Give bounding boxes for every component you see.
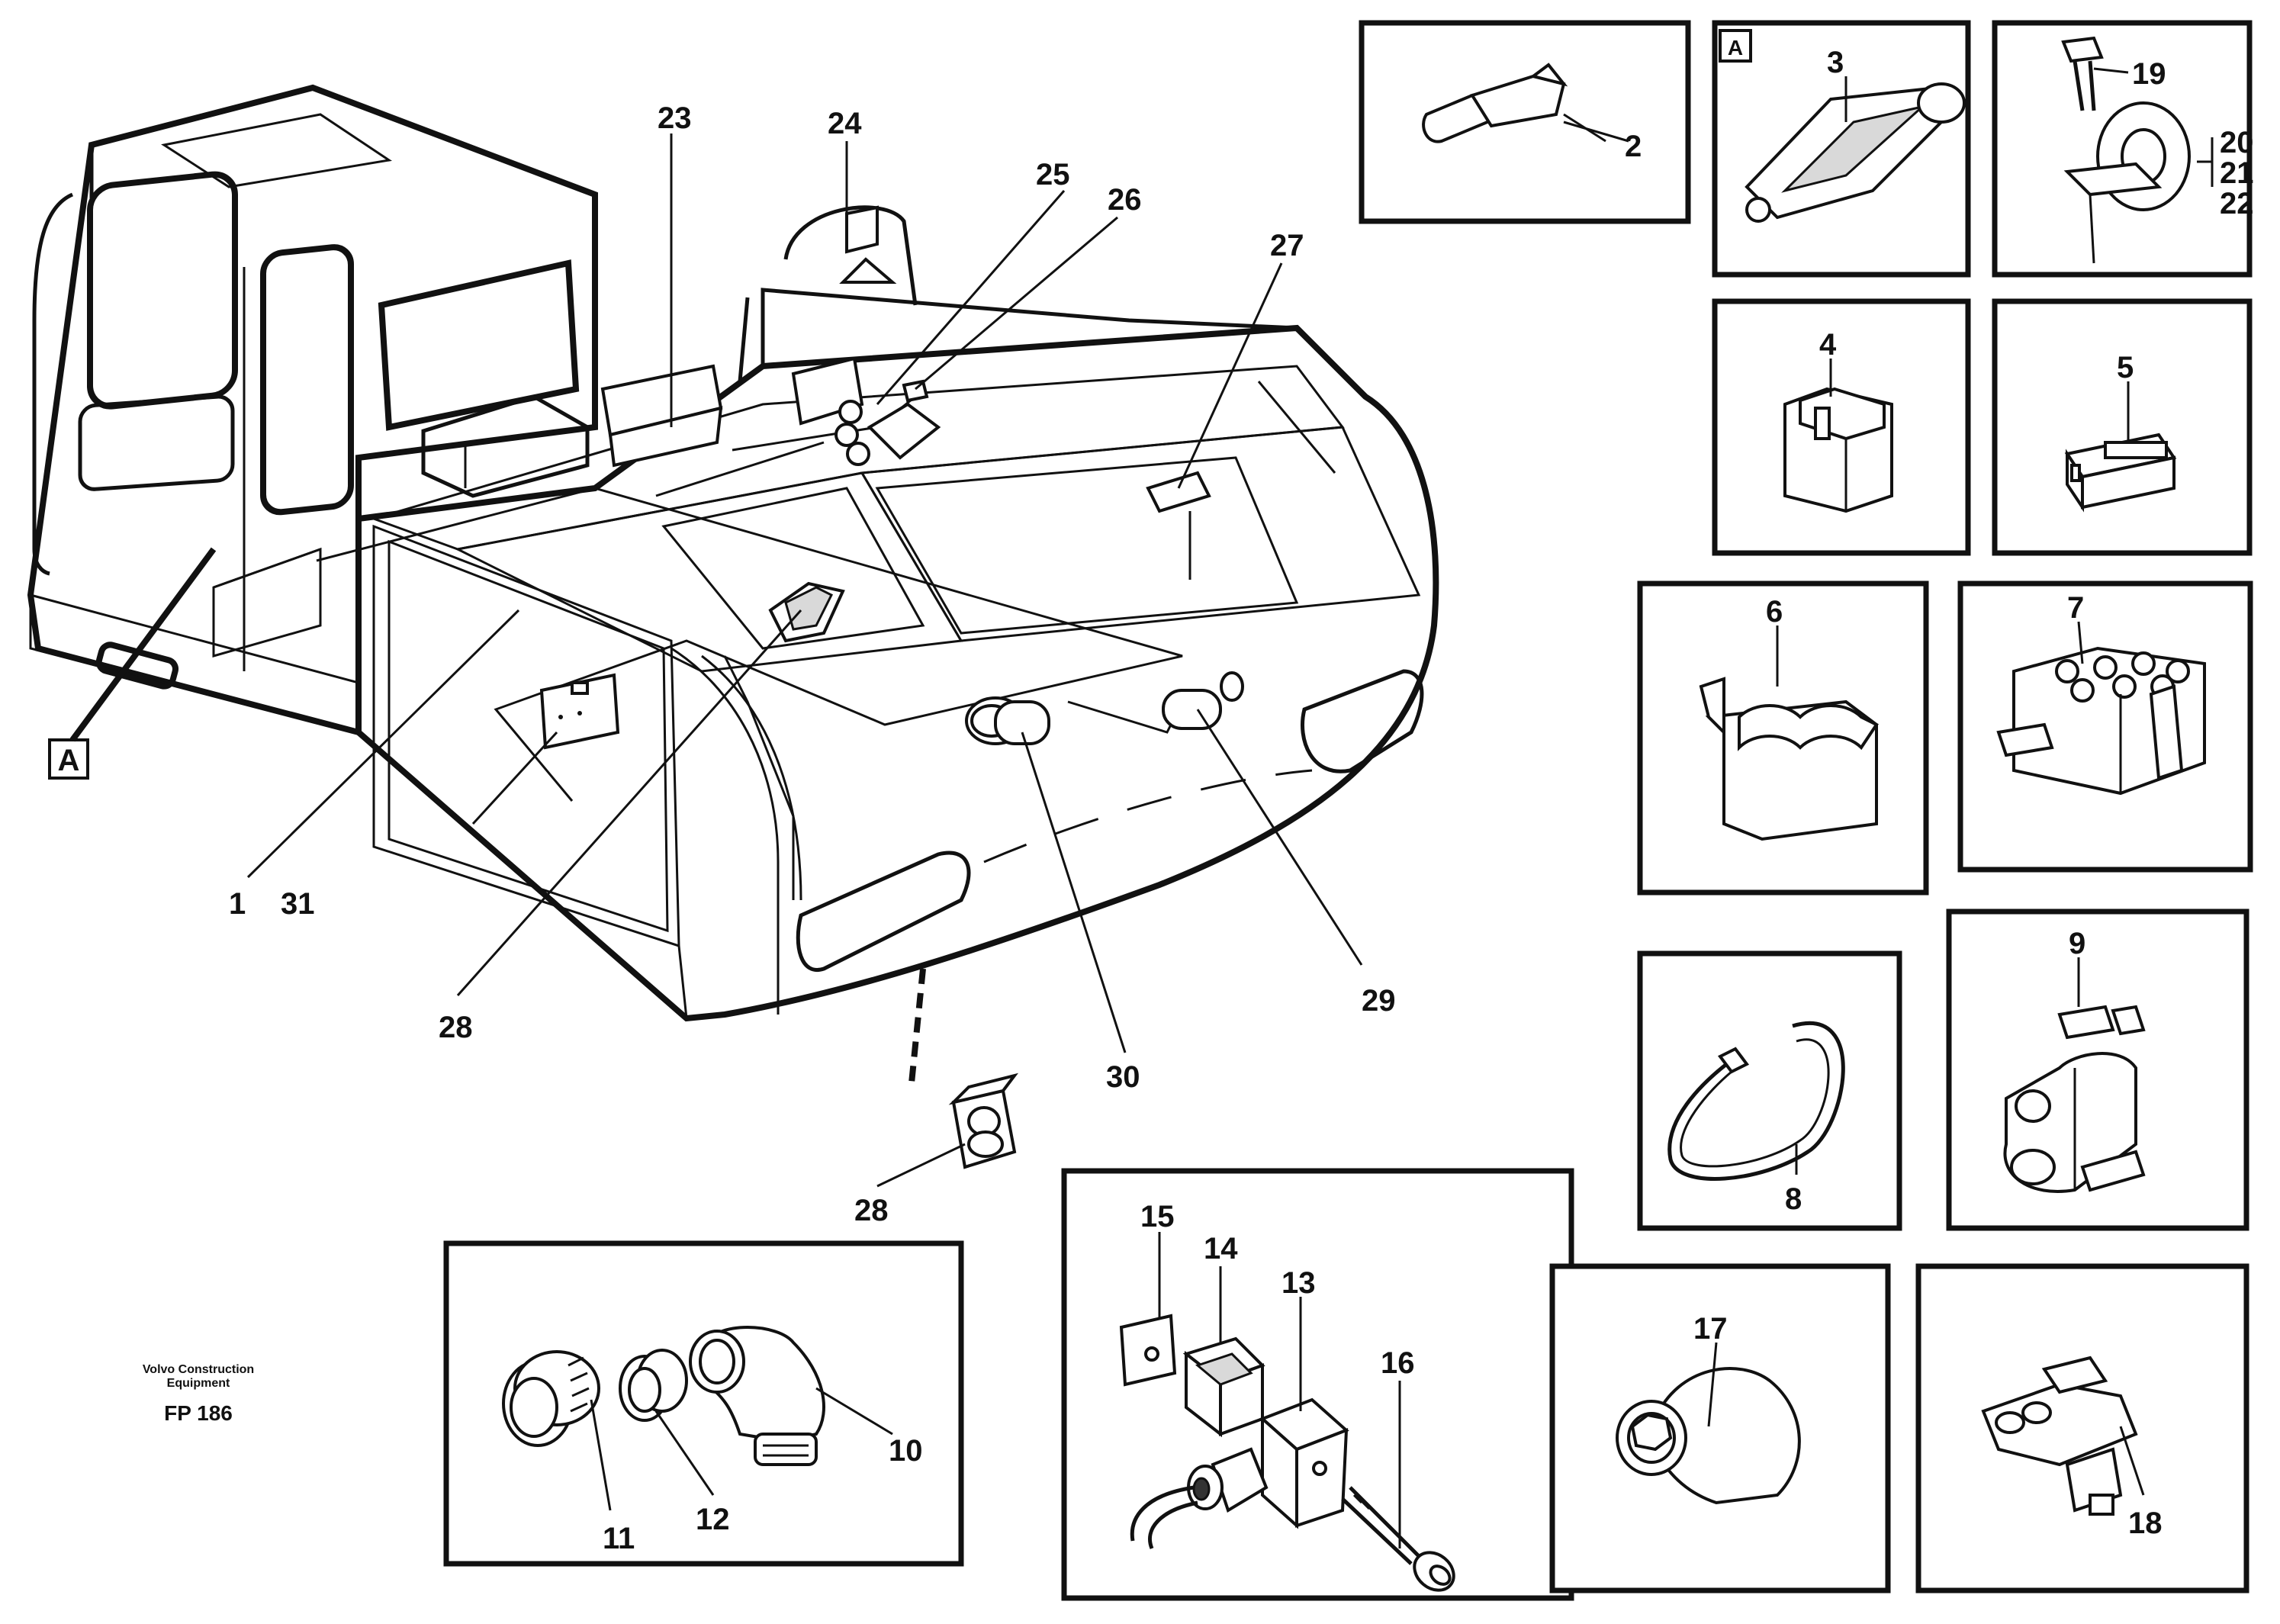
inset-elbow-10-12: 11 12 10: [443, 1240, 964, 1567]
callout-31: 31: [281, 887, 315, 921]
view-marker-main-text: A: [58, 744, 80, 777]
callout-1: 1: [229, 887, 246, 921]
callout-8: 8: [1785, 1182, 1802, 1216]
relay-box-23: [600, 364, 723, 468]
callout-25: 25: [1036, 158, 1070, 191]
callout-23: 23: [658, 101, 692, 135]
cable-gland: [1130, 1447, 1269, 1549]
plate-27: [1146, 471, 1211, 513]
inset-angle-plug-17: 17: [1549, 1263, 1891, 1593]
sensor-29: [1162, 671, 1244, 730]
ring-12: [619, 1349, 688, 1422]
bracket-24: [783, 205, 918, 306]
relay-25: [791, 356, 941, 466]
callout-17: 17: [1693, 1312, 1728, 1346]
callout-15: 15: [1140, 1200, 1175, 1233]
company-name-line2: Equipment: [167, 1377, 230, 1390]
view-marker-inset: A: [1728, 36, 1743, 59]
callout-28-bottom: 28: [854, 1194, 889, 1227]
inset-connector-7: 7: [1957, 580, 2253, 873]
inset-holder-6: 6: [1637, 580, 1929, 896]
excavator-upper-structure: A: [27, 84, 1439, 1169]
inset-connector-18: 18: [1915, 1263, 2249, 1593]
nut-11: [502, 1350, 600, 1447]
gasket-15: [1119, 1314, 1177, 1387]
callout-28-top: 28: [439, 1011, 473, 1044]
connector-26: [902, 379, 929, 403]
company-name-line1: Volvo Construction: [143, 1363, 254, 1376]
callout-13: 13: [1281, 1266, 1316, 1300]
callout-4: 4: [1819, 328, 1837, 362]
inset-plug-5: 5: [1992, 298, 2253, 556]
callout-21: 21: [2220, 156, 2254, 190]
machine-body: [355, 288, 1439, 1022]
plug-13: [1259, 1397, 1349, 1529]
callout-20: 20: [2220, 126, 2254, 159]
callout-3: 3: [1827, 46, 1844, 79]
lamp-28-top: [768, 581, 845, 643]
view-marker-main: A: [48, 547, 217, 780]
callout-26: 26: [1108, 183, 1142, 217]
callout-22: 22: [2220, 187, 2254, 220]
callout-12: 12: [696, 1503, 730, 1536]
inset-plug-9: 9: [1946, 908, 2249, 1231]
inset-housing-4: 4: [1712, 298, 1971, 556]
callout-9: 9: [2069, 927, 2085, 960]
inset-cable-tie-8: 8: [1637, 950, 1902, 1231]
footer: Volvo Construction Equipment FP 186: [143, 1363, 254, 1425]
callout-10: 10: [889, 1434, 923, 1468]
inset-solenoid-13-16: 15 14 13 16: [1061, 1168, 1574, 1601]
switch-box-31: [539, 673, 620, 750]
callout-7: 7: [2067, 591, 2084, 625]
cab: [27, 84, 598, 737]
callout-6: 6: [1766, 595, 1783, 629]
callout-5: 5: [2117, 351, 2134, 384]
screw-16: [1341, 1486, 1455, 1592]
elbow-10: [689, 1326, 825, 1466]
callout-16: 16: [1381, 1346, 1415, 1380]
callout-14: 14: [1204, 1232, 1238, 1265]
callout-27: 27: [1270, 229, 1304, 262]
gasket-14: [1182, 1336, 1265, 1438]
callout-30: 30: [1106, 1060, 1140, 1094]
inset-connector-3: A 3: [1712, 20, 1971, 278]
leader-lines: [246, 133, 1363, 1188]
callout-24: 24: [828, 107, 862, 140]
callout-11: 11: [603, 1522, 635, 1555]
inset-terminal-2: 2: [1359, 20, 1691, 224]
inset-grommet-19-22: 19 20 21 22: [1992, 20, 2254, 278]
callout-29: 29: [1362, 984, 1396, 1018]
callout-18: 18: [2128, 1507, 2163, 1540]
lamp-28-bottom: [948, 1072, 1018, 1169]
sensor-30: [965, 696, 1050, 745]
main-callouts: 1 23 24 25 26 27 29 30 31 28 28: [229, 101, 1396, 1227]
callout-2: 2: [1625, 130, 1642, 163]
figure-code: FP 186: [164, 1401, 233, 1425]
callout-19: 19: [2132, 57, 2166, 91]
